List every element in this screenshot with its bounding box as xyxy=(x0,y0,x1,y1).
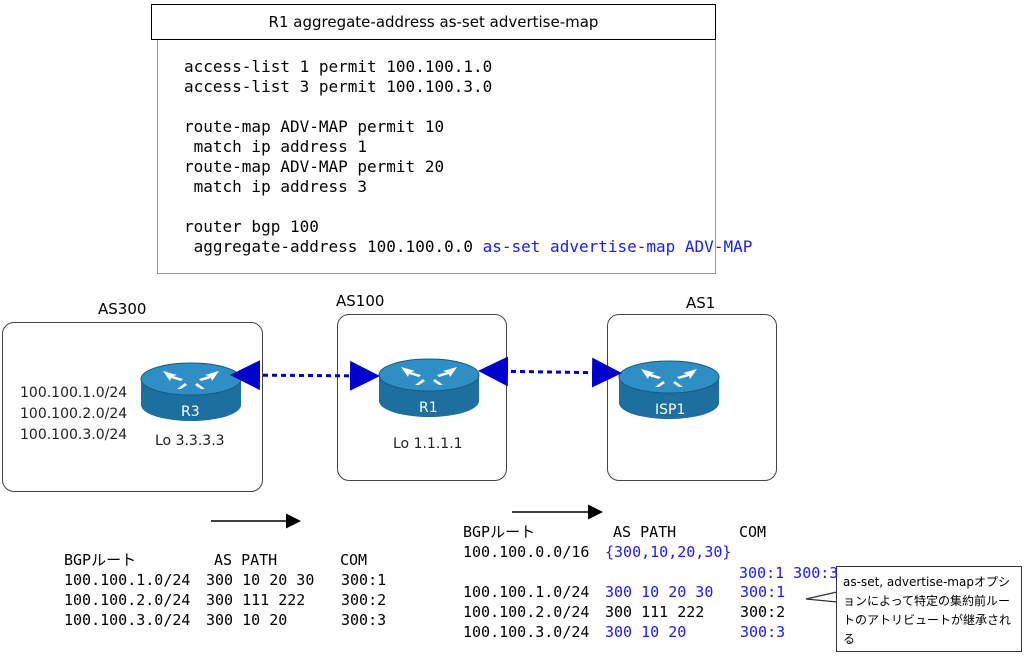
table-r1-cell: 300 10 20 30 xyxy=(605,583,714,601)
table-r1-cell: 300:1 xyxy=(740,583,786,601)
link-r1-isp1 xyxy=(478,356,622,388)
config-line: match ip address 3 xyxy=(184,177,368,196)
table-r3-header-aspath: AS PATH xyxy=(214,551,278,569)
table-r1-header-route: BGPルート xyxy=(463,523,536,541)
network-item: 100.100.2.0/24 xyxy=(20,406,128,422)
table-r3-cell: 100.100.2.0/24 xyxy=(64,591,191,609)
config-line-aggregate: aggregate-address 100.100.0.0 as-set adv… xyxy=(184,237,753,257)
table-r3-cell: 300 111 222 xyxy=(206,591,306,609)
router-r3-label: R3 xyxy=(181,404,200,420)
table-r1-aggregate-aspath: {300,10,20,30} xyxy=(605,543,732,561)
config-line: route-map ADV-MAP permit 20 xyxy=(184,157,445,176)
config-line: router bgp 100 xyxy=(184,217,319,236)
table-r3-cell: 300 10 20 30 xyxy=(206,571,315,589)
as100-label: AS100 xyxy=(336,292,385,310)
router-r1-label: R1 xyxy=(419,400,438,416)
config-aggregate-prefix: aggregate-address 100.100.0.0 xyxy=(184,237,483,256)
network-item: 100.100.1.0/24 xyxy=(20,385,128,401)
table-r3-cell: 300 10 20 xyxy=(206,611,288,629)
config-line: match ip address 1 xyxy=(184,137,368,156)
table-r1-cell: 300:3 xyxy=(740,623,786,641)
table-r1-cell: 300 111 222 xyxy=(605,603,705,621)
config-aggregate-highlight: as-set advertise-map ADV-MAP xyxy=(482,237,753,256)
callout-note: as-set, advertise-mapオプションによって特定の集約前ルートの… xyxy=(836,566,1022,652)
table-r1-cell: 300:2 xyxy=(740,603,786,621)
table-r3-cell: 100.100.3.0/24 xyxy=(64,611,191,629)
table-r1-cell: 100.100.2.0/24 xyxy=(463,603,590,621)
table-r3-cell: 300:1 xyxy=(341,571,387,589)
config-line: access-list 1 permit 100.100.1.0 xyxy=(184,57,493,76)
callout-pointer xyxy=(805,591,838,603)
as1-label: AS1 xyxy=(686,294,716,312)
as300-label: AS300 xyxy=(98,300,147,318)
table-r3-header-route: BGPルート xyxy=(64,551,137,569)
table-r1-aggregate-route: 100.100.0.0/16 xyxy=(463,543,590,561)
config-panel xyxy=(157,40,716,274)
table-r1-cell: 100.100.1.0/24 xyxy=(463,583,590,601)
table-r1-header-com: COM xyxy=(739,523,767,541)
table-r1-cell: 300 10 20 xyxy=(605,623,687,641)
network-item: 100.100.3.0/24 xyxy=(20,427,128,443)
router-isp1-label: ISP1 xyxy=(655,402,686,418)
callout-text: as-set, advertise-mapオプションによって特定の集約前ルートの… xyxy=(843,575,1012,646)
table-r1-aggregate-com: 300:1 300:3 xyxy=(739,564,839,582)
table-r3-cell: 300:3 xyxy=(341,611,387,629)
loopback-r3: Lo 3.3.3.3 xyxy=(155,433,225,449)
loopback-r1: Lo 1.1.1.1 xyxy=(393,436,463,452)
table-r3-header-com: COM xyxy=(340,551,368,569)
table-r3-cell: 100.100.1.0/24 xyxy=(64,571,191,589)
config-line: access-list 3 permit 100.100.3.0 xyxy=(184,77,493,96)
table-r1-cell: 100.100.3.0/24 xyxy=(463,623,590,641)
link-r3-r1 xyxy=(230,360,380,391)
config-line: route-map ADV-MAP permit 10 xyxy=(184,117,445,136)
config-title: R1 aggregate-address as-set advertise-ma… xyxy=(151,4,716,40)
table-r1-header-aspath: AS PATH xyxy=(613,523,677,541)
table-r3-cell: 300:2 xyxy=(341,591,387,609)
config-title-text: R1 aggregate-address as-set advertise-ma… xyxy=(268,13,599,31)
